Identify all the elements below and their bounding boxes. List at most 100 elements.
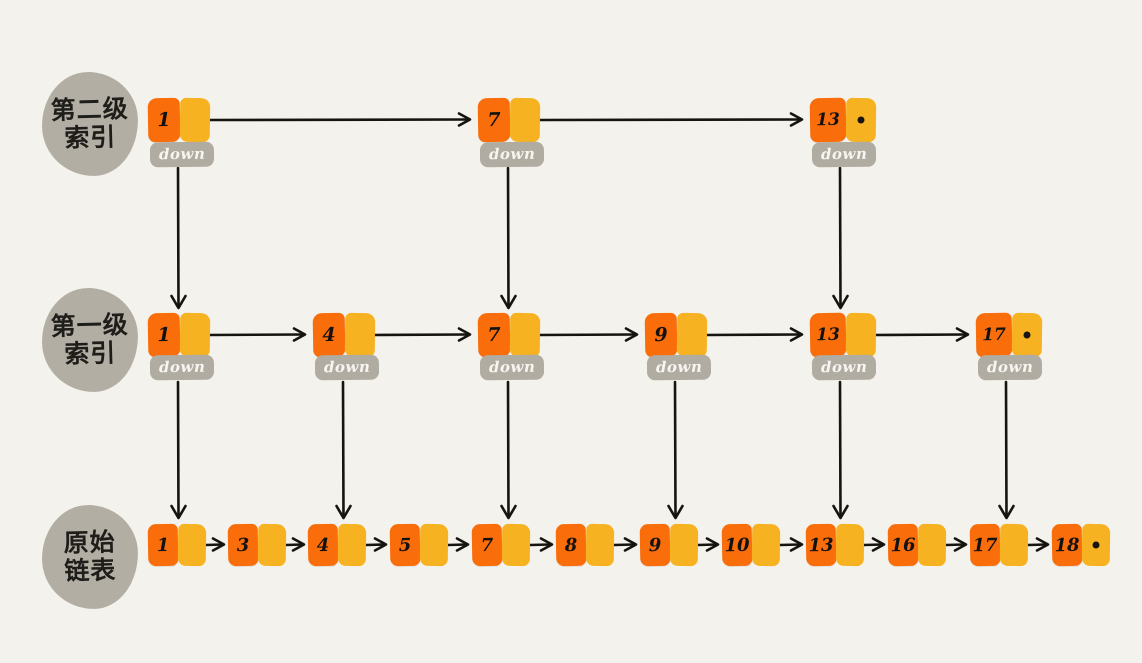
node-level-1-index-13[interactable]: 13 <box>809 312 877 358</box>
next-arrow-16 <box>944 537 968 552</box>
node-level-1-index-4[interactable]: 4 <box>312 312 376 358</box>
null-dot-icon <box>1092 541 1100 549</box>
node-next-pointer <box>669 523 699 567</box>
next-arrow-2 <box>206 327 307 342</box>
next-arrow-5 <box>703 327 804 342</box>
node-key: 13 <box>809 97 847 143</box>
node-key: 4 <box>312 312 346 358</box>
node-key: 5 <box>389 523 421 567</box>
node-level-2-index-13[interactable]: 13 <box>809 97 877 143</box>
node-next-pointer <box>751 523 781 567</box>
next-arrow-10 <box>446 537 470 552</box>
node-original-list-7[interactable]: 7 <box>471 523 531 567</box>
down-badge[interactable]: down <box>314 354 380 381</box>
node-next-pointer <box>344 312 376 358</box>
node-key: 7 <box>477 97 511 143</box>
down-arrow-2 <box>832 166 849 310</box>
node-key: 9 <box>644 312 678 358</box>
next-arrow-14 <box>778 537 804 552</box>
down-arrow-7 <box>832 380 849 520</box>
node-original-list-1[interactable]: 1 <box>147 523 207 567</box>
node-next-pointer <box>676 312 708 358</box>
node-original-list-10[interactable]: 10 <box>721 523 781 567</box>
down-arrow-8 <box>998 380 1015 520</box>
node-original-list-13[interactable]: 13 <box>805 523 865 567</box>
down-badge[interactable]: down <box>479 141 545 168</box>
node-key: 13 <box>805 523 837 567</box>
node-key: 10 <box>721 523 753 567</box>
node-null-pointer <box>1081 523 1111 567</box>
down-badge[interactable]: down <box>479 354 545 381</box>
down-arrow-4 <box>335 380 352 520</box>
node-original-list-18[interactable]: 18 <box>1051 523 1111 567</box>
node-next-pointer <box>257 523 287 567</box>
node-original-list-9[interactable]: 9 <box>639 523 699 567</box>
node-next-pointer <box>179 97 211 143</box>
node-null-pointer <box>1011 312 1043 358</box>
node-next-pointer <box>337 523 367 567</box>
node-key: 18 <box>1051 523 1083 567</box>
next-arrow-4 <box>536 327 639 342</box>
level-label-line-1: 原始 <box>63 526 116 558</box>
node-key: 17 <box>969 523 1001 567</box>
node-level-2-index-1[interactable]: 1 <box>147 97 211 143</box>
node-next-pointer <box>419 523 449 567</box>
node-next-pointer <box>917 523 947 567</box>
node-next-pointer <box>835 523 865 567</box>
node-key: 4 <box>307 523 339 567</box>
node-original-list-4[interactable]: 4 <box>307 523 367 567</box>
down-badge[interactable]: down <box>811 141 877 168</box>
down-arrow-3 <box>170 380 187 520</box>
next-arrow-9 <box>364 537 388 552</box>
node-key: 1 <box>147 312 181 358</box>
null-dot-icon <box>857 116 865 124</box>
next-arrow-11 <box>528 537 554 552</box>
next-arrow-15 <box>862 537 886 552</box>
next-arrow-1 <box>538 112 804 127</box>
down-arrow-6 <box>667 380 684 520</box>
down-arrow-0 <box>170 166 187 310</box>
next-arrow-0 <box>206 112 472 127</box>
node-next-pointer <box>585 523 615 567</box>
node-next-pointer <box>501 523 531 567</box>
node-level-1-index-9[interactable]: 9 <box>644 312 708 358</box>
node-original-list-3[interactable]: 3 <box>227 523 287 567</box>
node-key: 1 <box>147 523 179 567</box>
node-key: 9 <box>639 523 671 567</box>
next-arrow-3 <box>371 327 472 342</box>
down-badge[interactable]: down <box>149 354 215 381</box>
node-original-list-5[interactable]: 5 <box>389 523 449 567</box>
level-label-line-2: 链表 <box>63 555 117 586</box>
node-level-1-index-17[interactable]: 17 <box>975 312 1043 358</box>
down-badge[interactable]: down <box>811 354 877 381</box>
node-level-1-index-7[interactable]: 7 <box>477 312 541 358</box>
node-key: 7 <box>471 523 503 567</box>
next-arrow-13 <box>696 537 720 552</box>
node-key: 3 <box>227 523 259 567</box>
next-arrow-17 <box>1026 537 1050 552</box>
node-key: 1 <box>147 97 181 143</box>
down-badge[interactable]: down <box>646 354 712 381</box>
node-original-list-8[interactable]: 8 <box>555 523 615 567</box>
level-label-level-2-index: 第二级索引 <box>40 70 140 178</box>
level-label-line-1: 第一级 <box>50 309 129 341</box>
down-badge[interactable]: down <box>149 141 215 168</box>
node-key: 7 <box>477 312 511 358</box>
down-badge[interactable]: down <box>977 354 1043 381</box>
next-arrow-6 <box>868 327 970 342</box>
node-level-2-index-7[interactable]: 7 <box>477 97 541 143</box>
null-dot-icon <box>1023 331 1031 339</box>
node-original-list-17[interactable]: 17 <box>969 523 1029 567</box>
node-key: 13 <box>809 312 847 358</box>
next-arrow-12 <box>612 537 638 552</box>
node-next-pointer <box>509 312 541 358</box>
level-label-level-1-index: 第一级索引 <box>40 286 140 394</box>
node-next-pointer <box>999 523 1029 567</box>
node-original-list-16[interactable]: 16 <box>887 523 947 567</box>
node-level-1-index-1[interactable]: 1 <box>147 312 211 358</box>
level-label-line-1: 第二级 <box>50 93 129 125</box>
node-null-pointer <box>845 97 877 143</box>
down-arrow-5 <box>500 380 517 520</box>
node-next-pointer <box>509 97 541 143</box>
